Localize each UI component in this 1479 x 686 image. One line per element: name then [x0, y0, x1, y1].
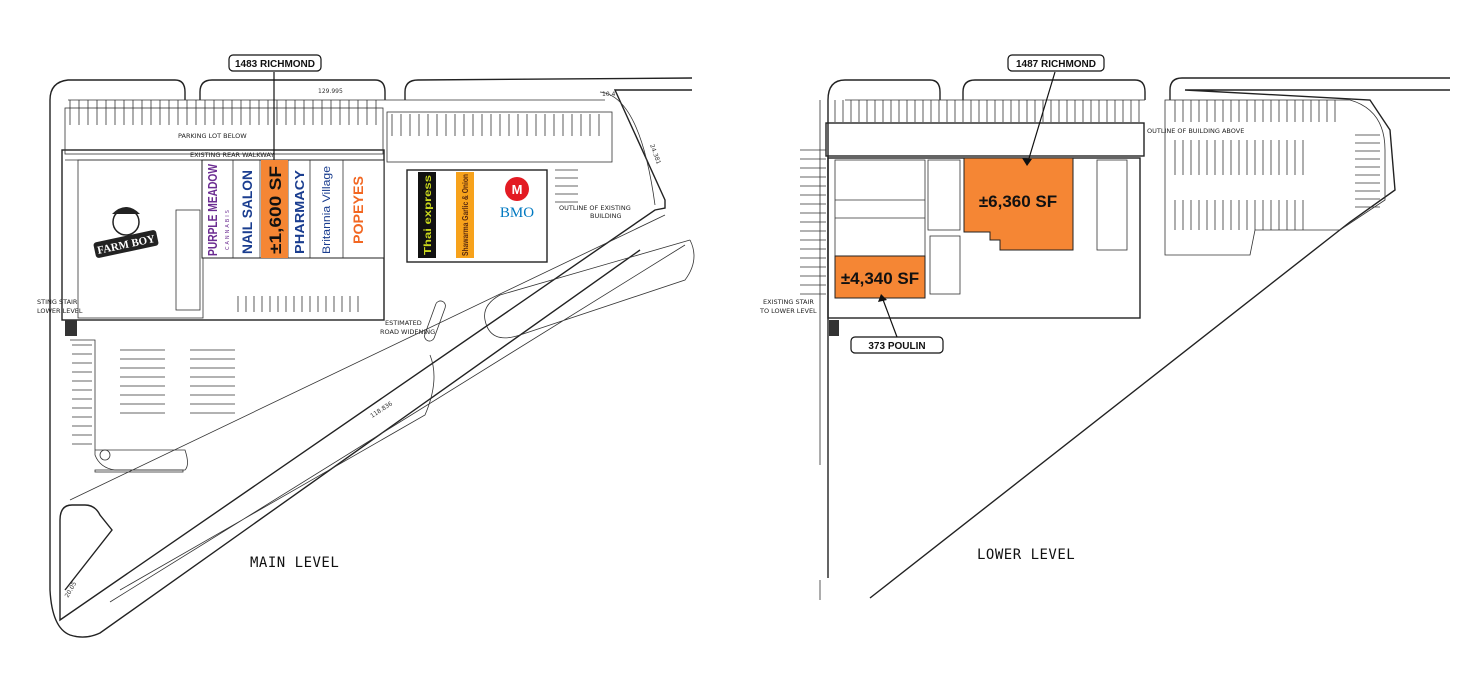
- lower-callout-bottom-arrow: [878, 294, 887, 302]
- island: [94, 469, 184, 473]
- lower-level-plan: ±6,360 SF ±4,340 SF OUTLINE OF BUILDING …: [759, 54, 1450, 600]
- right-top-stalls: [391, 114, 600, 136]
- rear-walkway-note: EXISTING REAR WALKWAY: [190, 151, 274, 159]
- lower-unit-right: [1096, 159, 1128, 251]
- right-side-stalls: [555, 169, 578, 203]
- parking-below-note: PARKING LOT BELOW: [178, 132, 247, 140]
- lower-parking-stalls: [72, 296, 359, 445]
- bmo-roundel: [505, 177, 529, 201]
- lower-core-2: [929, 235, 961, 295]
- dim-corner: 10.4: [602, 91, 616, 98]
- purple-meadow-sub: CANNABIS: [225, 208, 231, 250]
- lower-callout-top-label: 1487 RICHMOND: [1016, 59, 1096, 70]
- main-road-lines: [68, 91, 695, 603]
- outline-building-note: BUILDING: [590, 212, 622, 220]
- bmo-label: BMO: [500, 205, 534, 221]
- lower-unit-left: [834, 159, 926, 257]
- main-available-unit[interactable]: [261, 160, 288, 258]
- lower-available-unit-large[interactable]: [963, 157, 1074, 251]
- lower-core: [927, 159, 961, 231]
- right-building-outline: [406, 169, 548, 263]
- main-level-plan: PARKING LOT BELOW EXISTING REAR WALKWAY …: [37, 54, 695, 638]
- walkway-band: [64, 107, 384, 155]
- stair-note-2: LOWER LEVEL: [37, 307, 83, 315]
- lower-available-unit-small[interactable]: [834, 255, 926, 299]
- dim-right: 24.381: [648, 143, 662, 165]
- purple-meadow-label: PURPLE MEADOW: [205, 163, 220, 256]
- island-curve: [99, 449, 111, 461]
- main-lot-outline: [49, 77, 693, 638]
- lower-area-small-label: ±4,340 SF: [841, 269, 919, 288]
- lower-parking-loop: [1164, 99, 1386, 256]
- farm-boy-logo: FARM BOY: [93, 207, 159, 258]
- thai-express-sign: [418, 172, 436, 258]
- stair-symbol: [65, 320, 77, 336]
- farm-boy-annex: [175, 209, 201, 311]
- lower-callout-top-arrow: [1022, 158, 1032, 166]
- bmo-roundel-mark: M: [512, 182, 523, 197]
- lower-callout-bottom-label: 373 POULIN: [868, 341, 925, 352]
- popeyes-label: POPEYES: [350, 176, 366, 244]
- lower-stair-note-1: EXISTING STAIR: [763, 298, 814, 306]
- shawarma-label: Shawarma Garlic & Onion: [461, 174, 470, 256]
- main-area-label: ±1,600 SF: [266, 166, 285, 254]
- outline-above-note: OUTLINE OF BUILDING ABOVE: [1147, 127, 1244, 135]
- lower-callout-top-box: [1007, 54, 1105, 72]
- pharmacy-label: PHARMACY: [292, 170, 307, 254]
- lower-stair-note-2: TO LOWER LEVEL: [759, 307, 817, 315]
- lower-callout-bottom-line: [881, 296, 898, 338]
- stair-note-1: STING STAIR: [37, 298, 78, 306]
- lower-level-label: LOWER LEVEL: [977, 547, 1075, 563]
- tenant-strip: [201, 159, 385, 259]
- road-island: [424, 300, 446, 342]
- lower-callout-top-line: [1026, 71, 1056, 166]
- road-note-1: ESTIMATED: [385, 319, 422, 327]
- britannia-label: Britannia Village: [321, 166, 333, 254]
- right-stall-band: [386, 111, 613, 163]
- outline-existing-note: OUTLINE OF EXISTING: [559, 204, 631, 212]
- dim-top: 129.995: [318, 88, 343, 95]
- lower-lot-outline: [827, 77, 1450, 599]
- main-callout-label: 1483 RICHMOND: [235, 59, 315, 70]
- lower-top-stalls: [834, 100, 1140, 122]
- left-stall-column: [70, 339, 188, 471]
- lower-area-large-label: ±6,360 SF: [979, 192, 1057, 211]
- road-note-2: ROAD WIDENING: [380, 328, 435, 336]
- lower-left-stalls: [800, 149, 826, 295]
- nail-salon-label: NAIL SALON: [239, 170, 255, 254]
- main-top-stalls: [69, 100, 377, 125]
- dim-bottom: 20.05: [64, 580, 79, 599]
- shawarma-sign: [456, 172, 474, 258]
- lower-callout-bottom-box: [850, 336, 944, 354]
- thai-express-label: Thai express: [423, 174, 434, 255]
- main-level-label: MAIN LEVEL: [250, 555, 339, 571]
- lower-stair-symbol: [829, 320, 839, 336]
- lower-right-stalls: [1174, 100, 1380, 230]
- main-callout-box: [228, 54, 322, 72]
- lower-walkway-band: [825, 122, 1145, 157]
- dim-diag: 118.836: [369, 400, 394, 419]
